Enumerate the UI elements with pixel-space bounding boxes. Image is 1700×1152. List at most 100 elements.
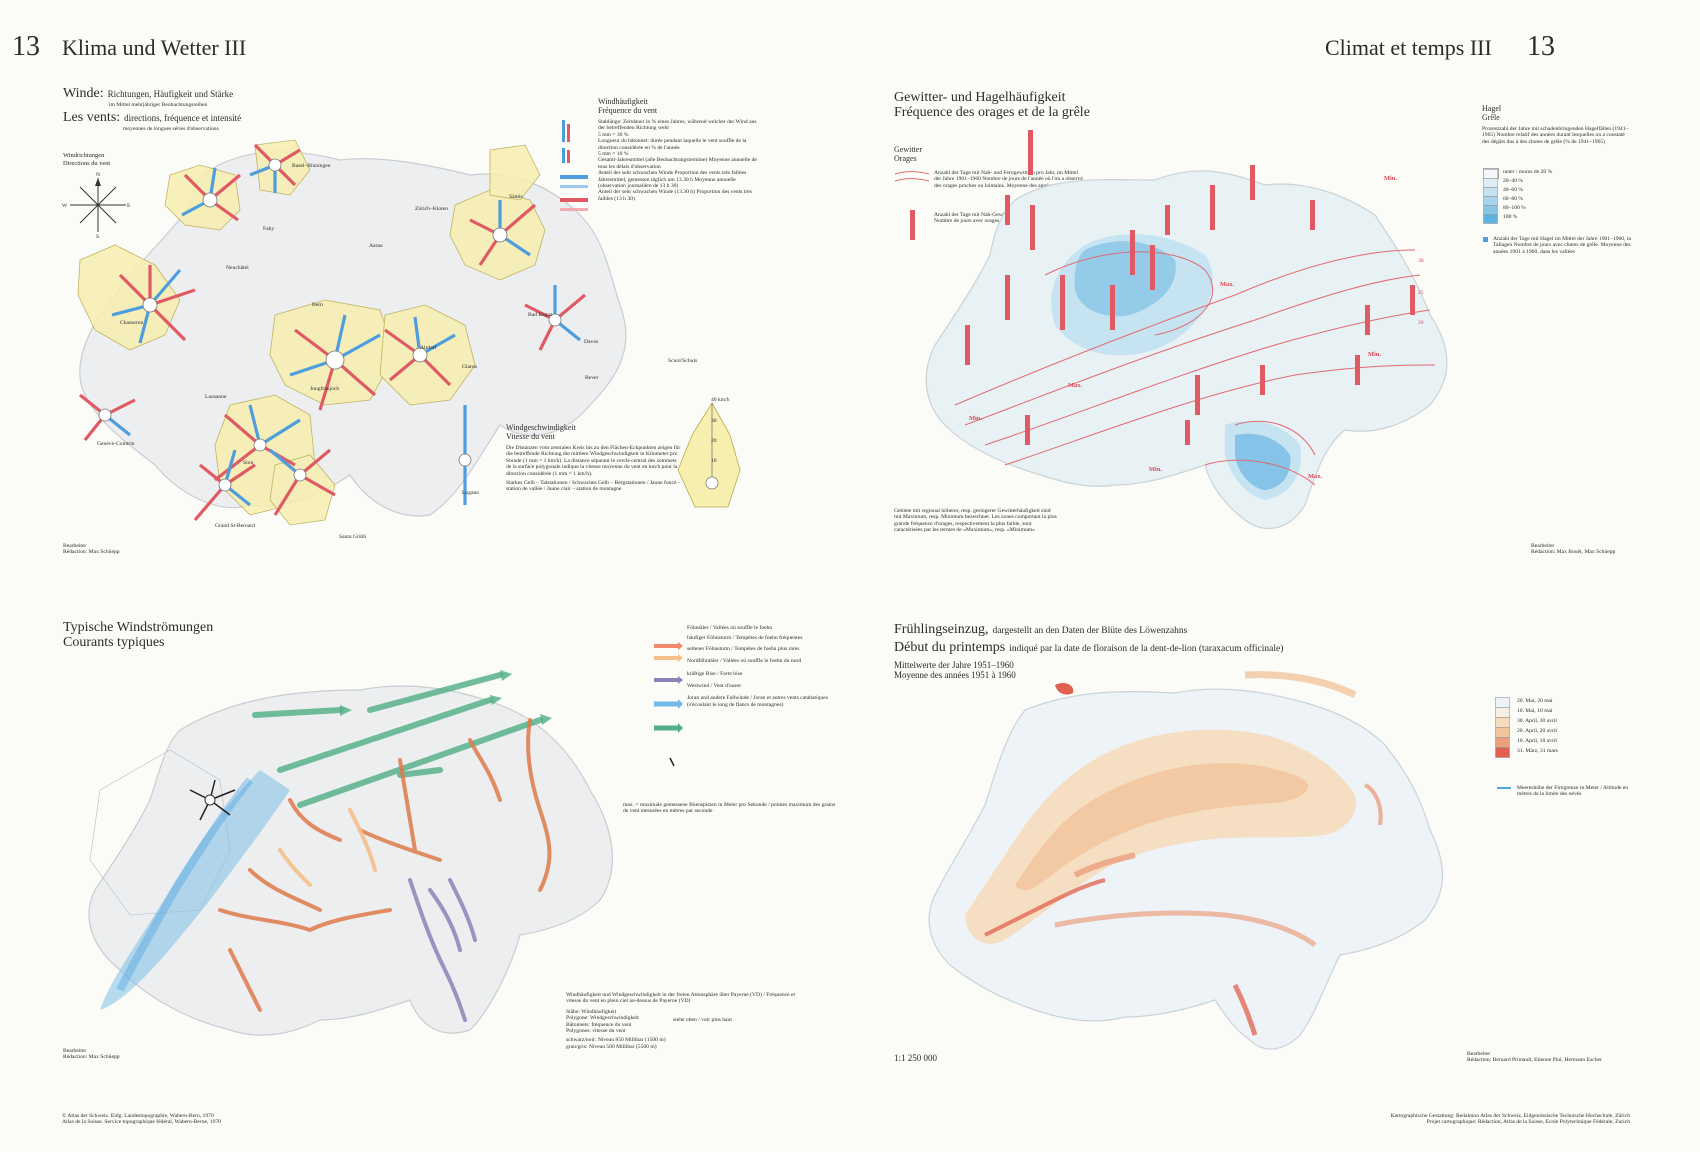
payerne-side: siehe oben / voir plus haut <box>673 1017 732 1023</box>
gew-title-de: Gewitter <box>894 145 922 154</box>
station-label: Sion <box>243 460 254 466</box>
hail-days-text: Anzahl der Tage mit Hagel im Mittel der … <box>1493 236 1632 255</box>
currents-title-fr: Courants typiques <box>63 635 165 650</box>
speed-text: Die Distanzen vom zentralen Kreis bis zu… <box>506 445 681 477</box>
station-label: Säntis <box>509 194 523 200</box>
editor-name: Rédaction: Max Bouët, Max Schüepp <box>1531 549 1616 556</box>
editor-label: Bearbeiter <box>1531 543 1555 549</box>
spring-title-fr-sub: indiqué par la date de floraison de la d… <box>1009 644 1284 654</box>
snow-line-note: Meereshöhe der Firngrenze in Meter / Alt… <box>1517 785 1629 798</box>
currents-legend: Föhntäler / Vallées où souffle le foehn … <box>687 625 837 712</box>
spring-title-de-main: Frühlingseinzug, <box>894 622 989 637</box>
gew-text1: Anzahl der Tage mit Nah- und Ferngewitte… <box>934 170 1083 189</box>
station-label: Bern <box>312 302 323 308</box>
currents-editor: Bearbeiter Rédaction: Max Schüepp <box>63 1048 120 1061</box>
footer-right-line: Projet cartographique: Rédaction, Atlas … <box>1426 1119 1630 1126</box>
max-label: Max. <box>1068 382 1083 389</box>
winds-editor: Bearbeiter Rédaction: Max Schüepp <box>63 543 120 556</box>
wind-currents-map <box>88 670 613 1036</box>
station-label: Grand St-Bernard <box>215 523 255 529</box>
spring-class: 20. April, 20 avril <box>1517 728 1557 734</box>
hail-class: unter / moins de 20 % <box>1503 169 1553 175</box>
storms-title: Gewitter- und Hagelhäufigkeit Fréquence … <box>894 90 1090 120</box>
map-scale: 1:1 250 000 <box>894 1053 938 1063</box>
min-label: Min. <box>969 415 982 422</box>
editor-label: Bearbeiter <box>1467 1051 1491 1057</box>
compass-title: Windrichtungen Directions du vent <box>63 152 110 167</box>
max-gust-note: max. = maximale gemessene Böenspitzen in… <box>623 802 836 815</box>
payerne-line: grau/gris: Niveau 500 Millibar (5500 m) <box>566 1043 657 1050</box>
legend-swatch <box>1495 717 1510 728</box>
compass-title-fr: Directions du vent <box>63 159 111 167</box>
payerne-line: Bâtonnets: fréquence du vent <box>566 1021 632 1028</box>
currents-legend-item: Joran und andere Fallwinde / Joran et au… <box>687 695 837 708</box>
legend-label: Joran und andere Fallwinde / Joran et au… <box>687 695 828 708</box>
station-label: Neuchâtel <box>226 265 249 271</box>
freq-item: 5 mm = 10 % <box>598 151 629 158</box>
legend-swatch <box>1495 727 1510 738</box>
payerne-title: Windhäufigkeit und Windgeschwindigkeit i… <box>566 992 796 1005</box>
legend-label: häufiger Föhnsturm / Tempêtes de foehn f… <box>687 635 803 642</box>
editor-label: Bearbeiter <box>63 1048 87 1054</box>
station-label: Davos <box>584 339 599 345</box>
currents-legend-item: seltener Föhnsturm / Tempêtes de foehn p… <box>687 646 837 652</box>
footer-right-line: Kartographische Gestaltung: Redaktion At… <box>1390 1113 1630 1119</box>
winds-title-de-main: Winde: <box>63 86 104 101</box>
gew-title-fr: Orages <box>894 154 917 163</box>
hail-class-list: unter / moins de 20 % 20–40 % 40–60 % 60… <box>1503 169 1552 223</box>
page-number-left: 13 <box>12 31 40 62</box>
legend-label: Nordföhntäler / Vallées où souffle le fo… <box>687 658 802 665</box>
payerne-line: Polygones: vitesse du vent <box>566 1028 626 1035</box>
page-title-right: Climat et temps III <box>1325 35 1492 60</box>
spring-sub1: Mittelwerte der Jahre 1951–1960 <box>894 660 1014 670</box>
currents-legend-item: Föhntäler / Vallées où souffle le foehn <box>687 625 837 631</box>
spring-title-fr-main: Début du printemps <box>894 640 1006 655</box>
freq-item: Anteil der sehr schwachen Winde (13.30 h… <box>598 189 752 202</box>
station-label: Santa Grütli <box>339 534 367 540</box>
compass-e: E <box>127 203 131 209</box>
snow-line-swatch <box>1497 787 1511 789</box>
scale-tick: 20 <box>711 438 717 444</box>
legend-label: seltener Föhnsturm / Tempêtes de foehn p… <box>687 645 800 652</box>
scale-tick: 30 <box>711 418 717 424</box>
freq-item: 5 mm = 30 % <box>598 131 629 138</box>
footer-left-line: © Atlas der Schweiz. Eidg. Landestopogra… <box>62 1113 214 1119</box>
spring-class: 10. April, 10 avril <box>1517 738 1557 744</box>
legend-swatch <box>1483 169 1498 179</box>
compass-rose-icon <box>70 178 126 232</box>
isoline-label: 20 <box>1418 320 1424 326</box>
winds-title-fr-sub: directions, fréquence et intensité <box>124 113 242 124</box>
hail-class: 20–40 % <box>1503 178 1524 184</box>
thunderstorm-map <box>925 130 1448 529</box>
freq-item: Anteil der sehr schwachen Winde Proporti… <box>598 170 747 177</box>
freq-item: Jahresmittel, gemessen täglich um 13.30 … <box>598 176 736 190</box>
spring-title-de-sub: dargestellt an den Daten der Blüte des L… <box>992 626 1188 636</box>
min-label: Min. <box>1368 351 1381 358</box>
min-label: Min. <box>1149 466 1162 473</box>
thunder-legend: Gewitter Orages <box>894 145 1079 163</box>
freq-item: Longueur du bâtonnet: durée pendant laqu… <box>598 138 747 151</box>
currents-title-de: Typische Windströmungen <box>63 620 214 635</box>
spring-sub2: Moyenne des années 1951 à 1960 <box>894 670 1016 680</box>
station-label: Lugano <box>462 490 480 496</box>
speed-title-de: Windgeschwindigkeit <box>506 423 576 432</box>
storms-editor: Bearbeiter Rédaction: Max Bouët, Max Sch… <box>1531 543 1615 556</box>
payerne-line: schwarz/noir: Niveau 850 Millibar (1500 … <box>566 1037 666 1044</box>
station-label: Fahy <box>263 226 275 232</box>
wind-frequency-legend: Windhäufigkeit Fréquence du vent Stablän… <box>598 97 763 202</box>
hail-swatch-column <box>1483 169 1498 224</box>
editor-name: Rédaction: Max Schüepp <box>63 1054 120 1061</box>
spring-map <box>928 671 1443 1050</box>
footer-right: Kartographische Gestaltung: Redaktion At… <box>1340 1113 1630 1126</box>
hail-text: Prozentzahl der Jahre mit schadenbringen… <box>1482 126 1629 145</box>
legend-label: Föhntäler / Vallées où souffle le foehn <box>687 625 773 631</box>
freq-title-fr: Fréquence du vent <box>598 106 658 115</box>
station-label: Altdorf <box>420 345 437 351</box>
payerne-block: Windhäufigkeit und Windgeschwindigkeit i… <box>566 992 811 1050</box>
legend-label: kräftige Bise / Forte bise <box>687 670 743 677</box>
storms-title-fr: Fréquence des orages et de la grêle <box>894 105 1090 120</box>
hail-class: 40–60 % <box>1503 187 1524 193</box>
scale-tick: 10 <box>711 458 717 464</box>
station-label: Chasseron <box>120 320 144 326</box>
storms-title-de: Gewitter- und Hagelhäufigkeit <box>894 90 1066 105</box>
